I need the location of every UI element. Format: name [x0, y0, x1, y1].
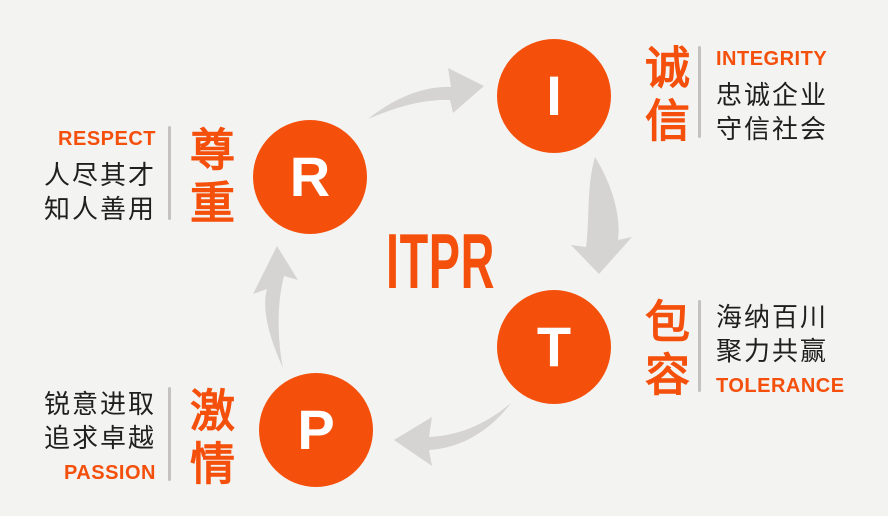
diagram-title: ITPR [386, 217, 496, 305]
passion-divider [168, 387, 171, 481]
tolerance-desc-line-2: 聚力共赢 [716, 336, 829, 366]
node-circle-integrity: I [497, 39, 611, 153]
respect-divider [168, 126, 171, 220]
node-letter-integrity: I [546, 64, 562, 127]
respect-keyword-cn: 尊重 [183, 126, 234, 232]
cycle-arrow-t-to-p-icon [394, 403, 511, 466]
integrity-text-block: INTEGRITY 忠诚企业 守信社会 [716, 42, 828, 146]
passion-desc-line-1: 锐意进取 [43, 389, 156, 419]
respect-desc-line-2: 知人善用 [43, 194, 156, 224]
cycle-arrow-i-to-t-icon [571, 157, 632, 274]
integrity-divider [698, 46, 701, 138]
cycle-arrow-r-to-i-icon [368, 68, 484, 119]
integrity-english-label: INTEGRITY [716, 48, 828, 70]
tolerance-text-block: 海纳百川 聚力共赢 TOLERANCE [716, 296, 845, 399]
passion-keyword-cn: 激情 [183, 387, 234, 493]
passion-desc-line-2: 追求卓越 [43, 423, 156, 453]
tolerance-divider [698, 300, 701, 392]
tolerance-desc-line-1: 海纳百川 [716, 302, 829, 332]
label-group-tolerance: 包容 海纳百川 聚力共赢 TOLERANCE [638, 296, 845, 404]
tolerance-english-label: TOLERANCE [716, 375, 845, 397]
respect-english-label: RESPECT [58, 128, 156, 150]
integrity-desc-line-1: 忠诚企业 [716, 80, 829, 110]
integrity-desc-line-2: 守信社会 [716, 114, 829, 144]
label-group-respect: RESPECT 人尽其才 知人善用 尊重 [38, 124, 234, 232]
cycle-arrow-p-to-r-icon [253, 246, 298, 368]
node-letter-passion: P [297, 398, 335, 461]
label-group-integrity: 诚信 INTEGRITY 忠诚企业 守信社会 [638, 42, 828, 150]
label-group-passion: 锐意进取 追求卓越 PASSION 激情 [38, 385, 234, 493]
passion-text-block: 锐意进取 追求卓越 PASSION [38, 385, 156, 486]
node-circle-passion: P [259, 373, 373, 487]
tolerance-keyword-cn: 包容 [638, 298, 689, 404]
node-letter-respect: R [289, 145, 331, 208]
passion-english-label: PASSION [63, 462, 156, 484]
node-circle-respect: R [253, 120, 367, 234]
node-circle-tolerance: T [497, 290, 611, 404]
node-letter-tolerance: T [536, 315, 572, 378]
respect-desc-line-1: 人尽其才 [43, 160, 156, 190]
integrity-keyword-cn: 诚信 [638, 44, 689, 150]
respect-text-block: RESPECT 人尽其才 知人善用 [38, 124, 156, 226]
